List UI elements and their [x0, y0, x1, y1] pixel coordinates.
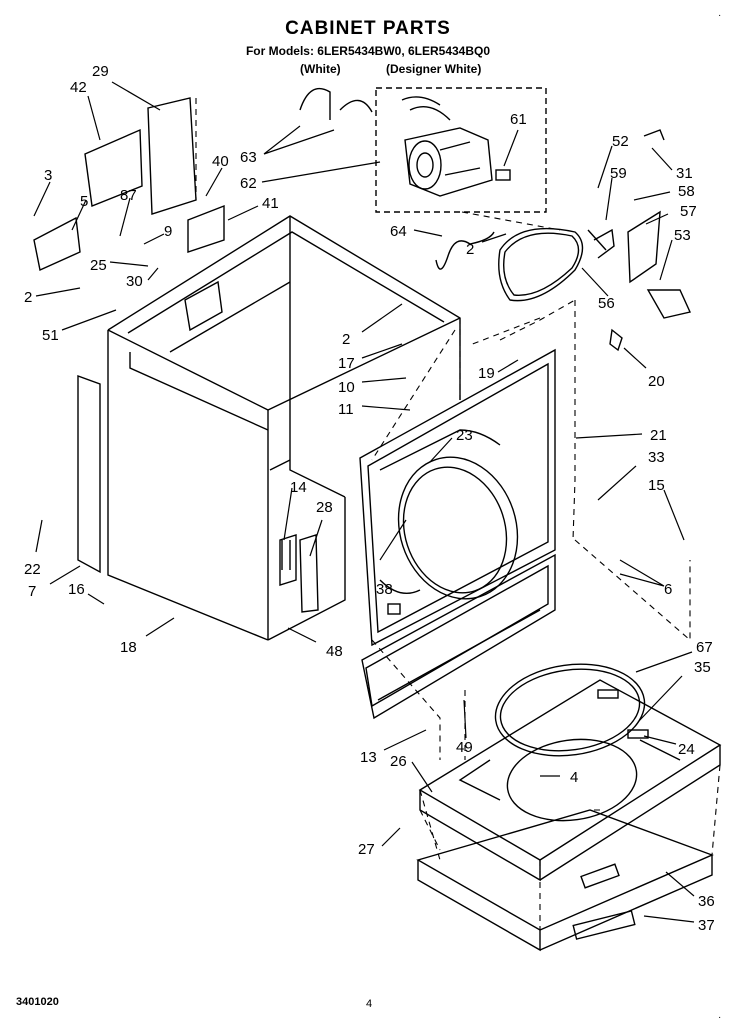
part-label: 9 [164, 223, 172, 240]
bracket-28 [299, 534, 319, 613]
part-label: 57 [680, 203, 697, 220]
part-label: 63 [240, 149, 257, 166]
part-label: 24 [678, 741, 695, 758]
top-bracket [33, 97, 225, 271]
part-label: 19 [478, 365, 495, 382]
models-line: For Models: 6LER5434BW0, 6LER5434BQ0 [245, 44, 491, 58]
part-label: 15 [648, 477, 665, 494]
part-label: 61 [510, 111, 527, 128]
cabinet-base [416, 809, 714, 952]
part-label: 2 [342, 331, 350, 348]
side-strip [77, 375, 101, 574]
part-label: 36 [698, 893, 715, 910]
part-label: 40 [212, 153, 229, 170]
document-number: 3401020 [16, 996, 59, 1008]
part-label: 16 [68, 581, 85, 598]
part-label: 13 [360, 749, 377, 766]
part-label: 35 [694, 659, 711, 676]
part-label: 48 [326, 643, 343, 660]
part-label: 41 [262, 195, 279, 212]
part-label: 38 [376, 581, 393, 598]
page-number: 4 [366, 998, 373, 1010]
motor-drawing [401, 96, 511, 197]
page-title: CABINET PARTS [285, 18, 451, 39]
part-label: 2 [24, 289, 32, 306]
part-label: 64 [390, 223, 407, 240]
part-label: 53 [674, 227, 691, 244]
part-label: 26 [390, 753, 407, 770]
part-label: 7 [28, 583, 36, 600]
part-label: 22 [24, 561, 41, 578]
corner-mark: · [718, 10, 722, 21]
part-label: 51 [42, 327, 59, 344]
part-label: 59 [610, 165, 627, 182]
lint-tray [279, 534, 297, 586]
part-label: 11 [338, 401, 354, 418]
cabinet-top [418, 663, 722, 882]
part-label: 17 [338, 355, 355, 372]
part-label: 52 [612, 133, 629, 150]
part-label: 2 [466, 241, 474, 258]
part-label: 87 [120, 187, 137, 204]
part-labels: 29 42 3 5 87 40 41 9 25 30 2 51 63 62 61… [24, 63, 715, 934]
part-label: 14 [290, 479, 307, 496]
front-panel [359, 348, 556, 647]
part-label: 37 [698, 917, 715, 934]
part-label: 42 [70, 79, 87, 96]
part-label: 31 [676, 165, 693, 182]
part-label: 56 [598, 295, 615, 312]
toe-panel [361, 553, 556, 720]
part-label: 27 [358, 841, 375, 858]
drive-belt [498, 227, 584, 302]
color-designer-label: (Designer White) [386, 62, 482, 76]
color-white-label: (White) [300, 62, 341, 76]
part-label: 67 [696, 639, 713, 656]
part-label: 6 [664, 581, 672, 598]
part-label: 3 [44, 167, 52, 184]
part-label: 28 [316, 499, 333, 516]
part-label: 25 [90, 257, 107, 274]
wire-64 [435, 231, 495, 270]
leader-lines [33, 81, 695, 923]
part-label: 62 [240, 175, 257, 192]
part-label: 49 [456, 739, 473, 756]
corner-mark-bottom: · [718, 1012, 722, 1023]
wire-harness [299, 87, 373, 120]
part-label: 30 [126, 273, 143, 290]
idler-assembly [587, 129, 691, 352]
part-label: 4 [570, 769, 578, 786]
part-label: 18 [120, 639, 137, 656]
motor-box [375, 87, 547, 213]
part-label: 20 [648, 373, 665, 390]
part-label: 58 [678, 183, 695, 200]
part-label: 21 [650, 427, 667, 444]
cabinet-shell [107, 215, 461, 641]
part-label: 10 [338, 379, 355, 396]
part-label: 5 [80, 193, 88, 210]
part-label: 29 [92, 63, 109, 80]
part-label: 33 [648, 449, 665, 466]
part-label: 23 [456, 427, 473, 444]
